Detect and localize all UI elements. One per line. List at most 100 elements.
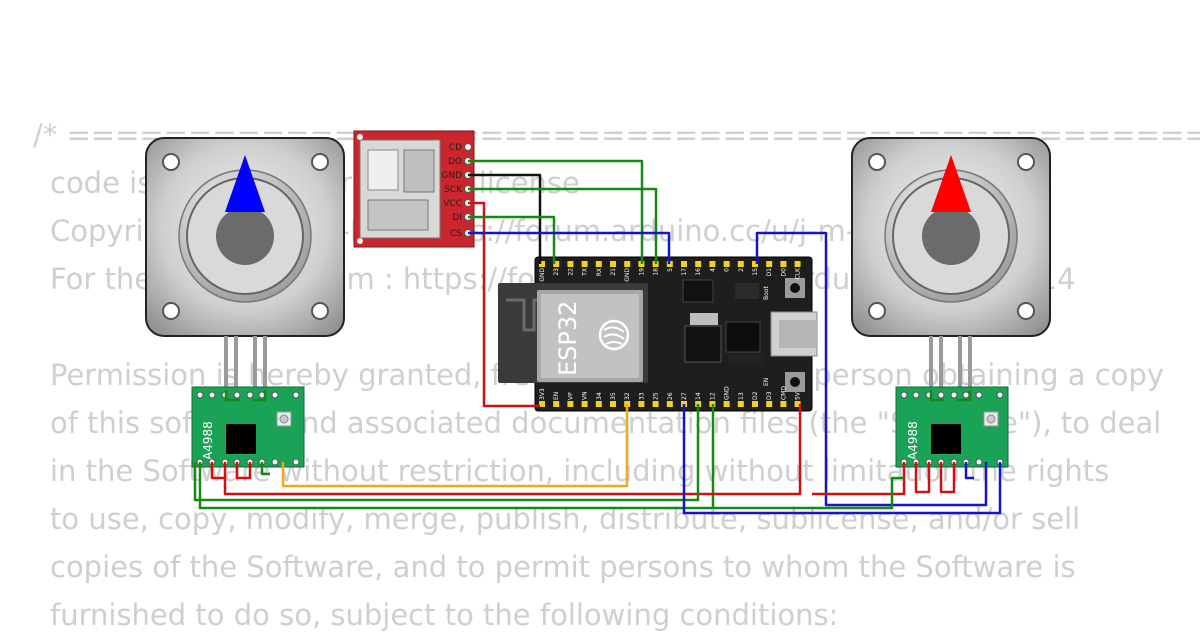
stepper-motor-right[interactable] <box>851 137 1051 390</box>
esp32-bottom-pin-cmd[interactable] <box>780 401 787 407</box>
esp32-bottom-pin-label-en: EN <box>553 392 560 400</box>
a4988-driver-left[interactable]: A4988 <box>191 386 305 468</box>
wire-sd-gnd <box>468 173 542 264</box>
sd-pin-cd: CD <box>449 143 462 153</box>
a4988-driver-right[interactable]: A4988 <box>895 386 1009 468</box>
esp32-top-pin-d1[interactable] <box>766 261 773 267</box>
esp32-top-pin-label-19: 19 <box>638 268 645 276</box>
wire-right-5v <box>812 462 906 496</box>
sd-pin-vcc: VCC <box>443 199 462 209</box>
esp32-bottom-pin-gnd[interactable] <box>723 401 730 407</box>
sd-pin-labels: CD DO GND SCK VCC DI CS <box>441 143 463 239</box>
esp32-top-pin-label-gnd: GND <box>539 268 546 282</box>
esp32-bottom-pin-label-26: 26 <box>667 392 674 400</box>
esp32-top-pin-15[interactable] <box>752 261 758 267</box>
esp32-bottom-pin-label-vp: VP <box>567 392 574 400</box>
esp32-bottom-pin-label-34: 34 <box>596 392 603 400</box>
wire-right-dir <box>964 462 974 480</box>
wire-left-coil <box>224 390 240 402</box>
esp32-bottom-pin-label-cmd: CMD <box>780 386 787 400</box>
esp32-bottom-pin-26[interactable] <box>666 401 673 407</box>
esp32-bottom-pin-label-14: 14 <box>695 392 702 400</box>
wire-left-coil2 <box>252 390 267 402</box>
wire-left-gnd <box>198 404 715 510</box>
esp32-top-pin-gnd[interactable] <box>624 261 631 267</box>
esp32-top-pin-gnd[interactable] <box>539 261 545 267</box>
esp32-top-pin-4[interactable] <box>709 261 716 267</box>
esp32-bottom-pin-label-5v: 5V <box>795 391 802 400</box>
esp32-top-pin-label-22: 22 <box>567 268 574 276</box>
stepper-needle-left <box>225 155 265 212</box>
wire-sd-vcc <box>468 201 540 408</box>
esp32-bottom-pin-label-d2: D2 <box>752 391 759 400</box>
esp32-bottom-pin-34[interactable] <box>595 401 602 407</box>
wire-right-red2 <box>939 462 956 494</box>
esp32-boot-label: Boot <box>763 286 770 300</box>
wire-left-red1 <box>210 462 227 480</box>
esp32-top-pin-tx[interactable] <box>581 261 588 267</box>
esp32-top-pin-clk[interactable] <box>794 261 801 267</box>
esp32-top-pin-21[interactable] <box>610 261 616 267</box>
wire-esp-15 <box>755 231 988 507</box>
wire-left-step <box>281 404 629 488</box>
esp32-bottom-pin-en[interactable] <box>553 401 560 407</box>
wires <box>193 159 1002 515</box>
esp32-bottom-pin-label-13: 13 <box>738 392 745 400</box>
esp32-top-pin-label-tx: TX <box>582 268 589 277</box>
esp32-bottom-pin-13[interactable] <box>737 401 744 407</box>
esp32-top-pin-label-d1: D1 <box>766 268 773 277</box>
stepper-motor-left[interactable] <box>145 137 345 390</box>
wire-right-coil <box>929 390 944 402</box>
wire-right-red1 <box>914 462 931 494</box>
esp32-bottom-pin-vp[interactable] <box>567 401 574 407</box>
sd-pin-cs: CS <box>450 229 462 239</box>
esp32-bottom-pin-label-d3: D3 <box>766 391 773 400</box>
esp32-top-pin-label-rx: RX <box>596 268 603 276</box>
esp32-bottom-pin-label-3v3: 3V3 <box>539 388 546 400</box>
esp32-bottom-pin-label-33: 33 <box>638 392 645 400</box>
esp32-bottom-pin-25[interactable] <box>652 401 659 407</box>
stepper-needle-right <box>931 155 971 212</box>
esp32-bottom-pin-3v3[interactable] <box>539 401 545 407</box>
esp32-top-pin-22[interactable] <box>567 261 574 267</box>
esp32-bottom-pin-label-gnd: GND <box>724 386 731 400</box>
esp32-top-pin-label-16: 16 <box>695 268 702 276</box>
a4988-label-right: A4988 <box>906 421 920 460</box>
wire-left-gnd2 <box>193 404 700 502</box>
esp32-top-pin-rx[interactable] <box>595 261 602 267</box>
esp32-bottom-pin-d2[interactable] <box>752 401 758 407</box>
esp32-bottom-pin-label-25: 25 <box>653 392 660 400</box>
esp32-bottom-pin-label-vn: VN <box>582 391 589 400</box>
esp32-top-pin-label-5: 5 <box>667 268 674 272</box>
a4988-label-left: A4988 <box>201 421 215 460</box>
wire-right-step <box>682 404 1002 515</box>
wire-sd-do <box>468 159 644 264</box>
esp32-bottom-pin-label-12: 12 <box>709 392 716 400</box>
esp32-top-pin-label-23: 23 <box>553 268 560 276</box>
esp32-top-pin-label-21: 21 <box>610 268 617 276</box>
esp32-top-pin-17[interactable] <box>681 261 687 267</box>
esp32-bottom-pin-vn[interactable] <box>581 401 588 407</box>
esp32-top-pin-label-clk: CLK <box>795 267 802 280</box>
esp32-top-pin-label-18: 18 <box>653 268 660 276</box>
esp32-bottom-pin-5v[interactable] <box>794 401 801 407</box>
esp32-bottom-pin-d3[interactable] <box>766 401 773 407</box>
esp32-top-pin-label-17: 17 <box>681 268 688 276</box>
wire-right-coil2 <box>956 390 972 402</box>
esp32-top-pin-2[interactable] <box>737 261 744 267</box>
wire-sd-di <box>468 215 556 264</box>
esp32-bottom-pin-35[interactable] <box>610 401 616 407</box>
esp32-top-pin-label-0: 0 <box>724 268 731 272</box>
wire-left-dir <box>260 462 270 476</box>
esp32-bottom-pin-33[interactable] <box>638 401 645 407</box>
esp32-top-pin-23[interactable] <box>553 261 560 267</box>
esp32-title: ESP32 <box>554 301 582 376</box>
esp32-top-pin-d0[interactable] <box>780 261 787 267</box>
esp32-top-pin-label-2: 2 <box>738 268 745 272</box>
esp32-top-pin-16[interactable] <box>695 261 702 267</box>
sd-card-module[interactable]: CD DO GND SCK VCC DI CS <box>353 130 475 248</box>
esp32-top-pin-0[interactable] <box>723 261 730 267</box>
